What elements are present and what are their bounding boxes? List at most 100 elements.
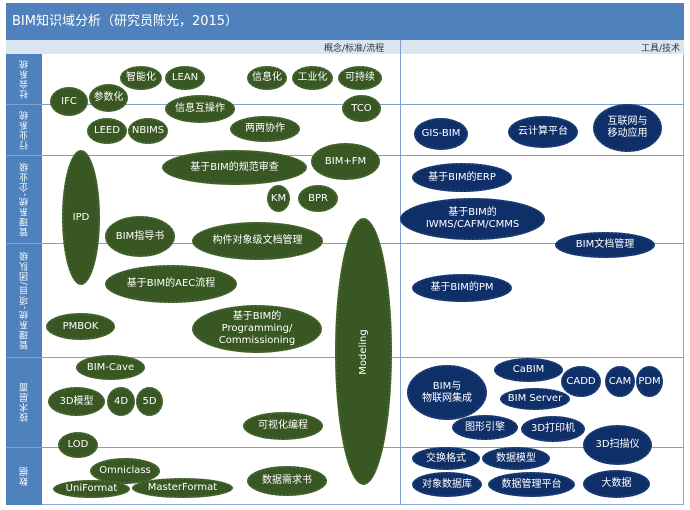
- tool-bubble: 基于BIM的ERP: [412, 163, 512, 192]
- concept-bubble: TCO: [342, 95, 381, 122]
- tool-bubble: 3D扫描仪: [583, 425, 652, 465]
- tool-bubble: 图形引擎: [452, 415, 518, 440]
- column-header-tools: 工具/技术: [640, 44, 680, 54]
- concept-label: LEAN: [171, 72, 199, 83]
- concept-label: 可视化编程: [258, 420, 308, 431]
- tool-bubble: 互联网与 移动应用: [593, 104, 662, 152]
- concept-label: PMBOK: [62, 320, 99, 332]
- tool-label: CAM: [608, 375, 632, 387]
- column-divider: [400, 40, 401, 505]
- concept-label: BIM-Cave: [86, 361, 135, 373]
- concept-bubble: IPD: [62, 150, 100, 285]
- row-label: 管理系统-项目/团队级: [6, 243, 42, 357]
- concept-bubble: 信息互操作: [165, 95, 235, 123]
- tool-label: 数据管理平台: [501, 478, 562, 490]
- concept-bubble: 数据需求书: [247, 466, 327, 496]
- concept-label: 可持续: [345, 72, 375, 83]
- concept-bubble: UniFormat: [53, 480, 130, 498]
- tool-bubble: 对象数据库: [412, 472, 482, 497]
- concept-label: 5D: [142, 395, 157, 407]
- concept-bubble: LOD: [58, 432, 98, 458]
- concept-bubble: BIM+FM: [311, 143, 380, 180]
- row-label: 行业系统: [6, 104, 42, 155]
- tool-label: 云计算平台: [518, 126, 568, 137]
- concept-label: Omniclass: [99, 465, 151, 476]
- column-header-concepts: 概念/标准/流程: [324, 44, 385, 54]
- tool-bubble: BIM Server: [500, 388, 570, 410]
- tool-label: 基于BIM的ERP: [428, 171, 496, 183]
- tool-label: BIM与 物联网集成: [422, 380, 472, 404]
- row-divider: [6, 243, 684, 244]
- concept-bubble: 4D: [107, 387, 135, 416]
- concept-label: UniFormat: [65, 483, 118, 494]
- concept-bubble: LEAN: [165, 66, 205, 90]
- row-label-text: 技术层面: [19, 382, 30, 422]
- tool-bubble: 3D打印机: [521, 416, 585, 442]
- concept-label: LOD: [67, 439, 89, 450]
- tool-label: BIM文档管理: [575, 239, 635, 250]
- row-label: 社会系统: [6, 54, 42, 104]
- concept-bubble: 5D: [136, 387, 163, 416]
- concept-label: NBIMS: [131, 125, 165, 136]
- concept-bubble: 基于BIM的规范审查: [162, 150, 307, 185]
- row-label-text: 数据: [19, 466, 30, 486]
- concept-bubble: 两两协作: [230, 116, 300, 142]
- tool-label: 交换格式: [426, 452, 466, 464]
- concept-label: 两两协作: [245, 123, 285, 134]
- concept-label: 基于BIM的 Programming/ Commissioning: [218, 311, 296, 346]
- concept-bubble: 智能化: [120, 66, 162, 90]
- concept-label: 信息化: [252, 72, 282, 83]
- tool-bubble: 云计算平台: [508, 116, 578, 148]
- concept-label: TCO: [351, 102, 372, 114]
- tool-bubble: 交换格式: [412, 447, 480, 470]
- tool-label: 对象数据库: [422, 478, 472, 490]
- tool-bubble: 大数据: [583, 470, 650, 498]
- tool-label: BIM Server: [507, 393, 563, 404]
- concept-bubble: KM: [267, 185, 290, 212]
- tool-bubble: PDM: [636, 366, 663, 397]
- concept-label: IFC: [61, 95, 77, 107]
- concept-bubble: BPR: [298, 185, 338, 212]
- concept-bubble: 基于BIM的AEC流程: [105, 265, 237, 303]
- tool-label: 基于BIM的PM: [430, 282, 494, 293]
- concept-bubble: PMBOK: [46, 313, 115, 340]
- concept-bubble: 3D模型: [48, 387, 105, 416]
- concept-label: BPR: [308, 192, 328, 204]
- tool-bubble: BIM与 物联网集成: [407, 365, 487, 420]
- diagram-title: BIM知识域分析（研究员陈光，2015）: [6, 3, 684, 40]
- concept-label: 参数化: [93, 92, 124, 103]
- concept-bubble: 信息化: [247, 66, 287, 90]
- row-label-text: 行业系统: [19, 109, 30, 150]
- row-label-text: 管理系统-企业级: [19, 161, 30, 237]
- tool-label: 基于BIM的 IWMS/CAFM/CMMS: [425, 207, 520, 230]
- concept-label: 智能化: [126, 72, 156, 83]
- concept-label: 4D: [113, 395, 129, 407]
- tool-label: 数据模型: [496, 452, 536, 464]
- concept-bubble: IFC: [50, 87, 88, 116]
- concept-bubble: 工业化: [292, 66, 333, 90]
- tool-bubble: 数据模型: [482, 447, 550, 470]
- concept-bubble: LEED: [87, 118, 127, 144]
- tool-label: GIS-BIM: [421, 128, 461, 139]
- concept-label: 基于BIM的AEC流程: [126, 278, 216, 289]
- row-label: 管理系统-企业级: [6, 155, 42, 243]
- tool-bubble: CADD: [561, 366, 601, 397]
- row-label: 技术层面: [6, 357, 42, 447]
- column-header-row: 概念/标准/流程 工具/技术: [6, 40, 684, 54]
- tool-bubble: CaBIM: [494, 358, 563, 382]
- concept-bubble: Modeling: [335, 218, 392, 485]
- concept-bubble: 基于BIM的 Programming/ Commissioning: [192, 305, 322, 353]
- tool-bubble: 数据管理平台: [488, 472, 575, 497]
- concept-label: 3D模型: [59, 395, 94, 407]
- tool-label: PDM: [638, 375, 661, 387]
- tool-bubble: CAM: [605, 366, 635, 397]
- concept-bubble: 可视化编程: [243, 412, 323, 440]
- tool-label: CaBIM: [512, 364, 545, 375]
- concept-bubble: 构件对象级文档管理: [192, 222, 323, 260]
- concept-label: 数据需求书: [262, 475, 312, 486]
- concept-label: 构件对象级文档管理: [212, 235, 303, 246]
- concept-label: Modeling: [357, 328, 369, 375]
- concept-label: BIM+FM: [324, 155, 367, 167]
- tool-label: 3D打印机: [530, 423, 576, 434]
- row-label-column: [6, 54, 42, 505]
